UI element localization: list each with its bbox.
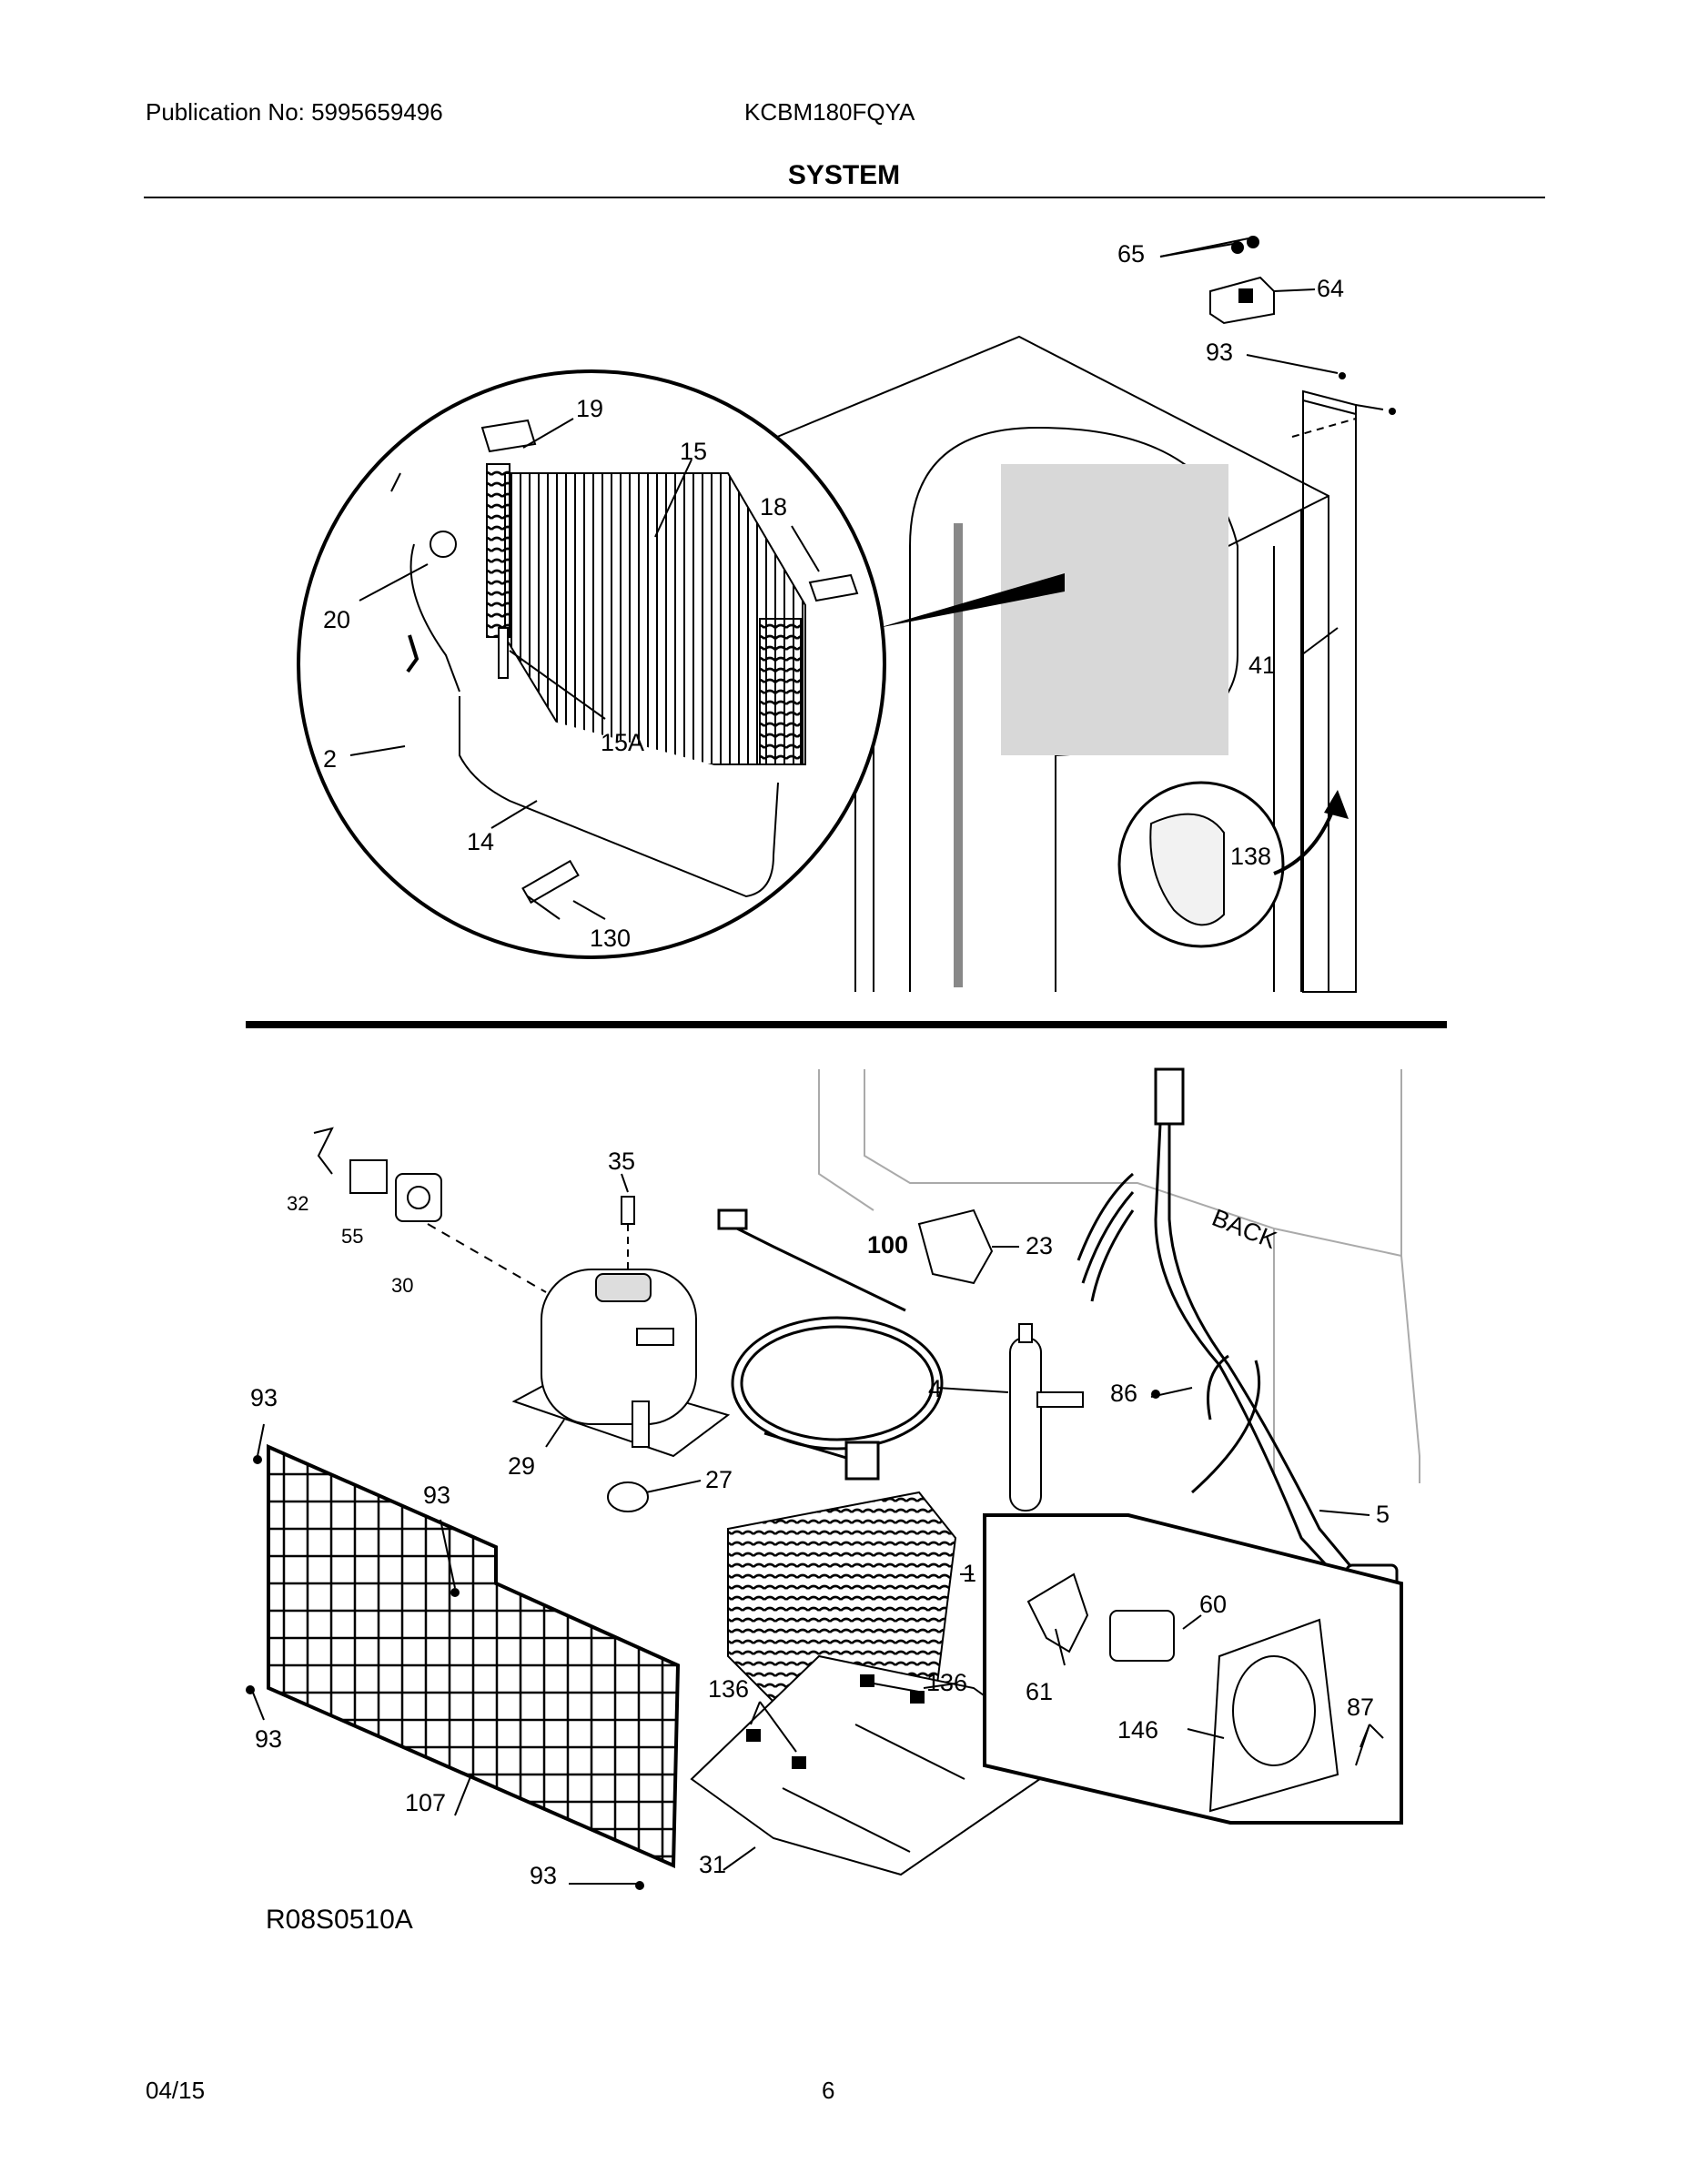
- screw-93-top-b: [1389, 408, 1396, 415]
- header-rule: [144, 197, 1545, 198]
- callout-93-d: 93: [255, 1725, 282, 1753]
- page-number: 6: [822, 2077, 835, 2104]
- callout-146: 146: [1117, 1716, 1158, 1744]
- callout-18: 18: [760, 493, 787, 521]
- spacer-136-d: [910, 1691, 925, 1704]
- callout-136-right: 136: [926, 1669, 967, 1696]
- footer-date: 04/15: [146, 2077, 206, 2104]
- callout-64: 64: [1317, 275, 1344, 302]
- detail-pointer: [878, 573, 1065, 628]
- callout-130: 130: [590, 925, 631, 952]
- fan-motor-part-60: [1109, 1610, 1175, 1662]
- callout-15a: 15A: [601, 729, 644, 756]
- cabinet-back-outline: [818, 1069, 1420, 1483]
- diagram-code: R08S0510A: [266, 1905, 413, 1935]
- fan-blade-part-61: [1026, 1572, 1089, 1653]
- callout-14: 14: [467, 828, 494, 855]
- compressor-part-29: [511, 1269, 731, 1458]
- grille-part-107: [267, 1443, 681, 1869]
- callout-29: 29: [508, 1452, 535, 1480]
- callout-1: 1: [963, 1560, 976, 1587]
- callout-86: 86: [1110, 1380, 1137, 1407]
- drier-part-4: [1009, 1323, 1084, 1512]
- callout-20: 20: [323, 606, 350, 633]
- callout-93-b: 93: [250, 1384, 278, 1411]
- section-divider: [246, 1021, 1447, 1028]
- callout-41: 41: [1248, 652, 1276, 679]
- callout-60: 60: [1199, 1591, 1227, 1618]
- parts-32-55-30: [313, 1127, 442, 1222]
- bracket-part-64: [1209, 236, 1275, 325]
- section-title: SYSTEM: [787, 160, 901, 190]
- model-number: KCBM180FQYA: [744, 98, 915, 126]
- part-23: [917, 1208, 994, 1285]
- callout-65: 65: [1117, 240, 1145, 268]
- evaporator-detail-parts: [390, 419, 859, 920]
- callout-93-e: 93: [530, 1862, 557, 1889]
- power-cord-part-100: [717, 1208, 944, 1481]
- callout-5: 5: [1376, 1501, 1390, 1528]
- callout-93-top: 93: [1206, 339, 1233, 366]
- back-label: BACK: [1208, 1204, 1280, 1254]
- callout-35: 35: [608, 1148, 635, 1175]
- leader-lines-detail: [349, 418, 820, 920]
- callout-93-c: 93: [423, 1481, 450, 1509]
- screw-93-b: [253, 1455, 262, 1464]
- callout-100: 100: [867, 1231, 908, 1259]
- screw-93-d: [246, 1685, 255, 1694]
- screw-93-c: [450, 1588, 460, 1597]
- callout-19: 19: [576, 395, 603, 422]
- screw-93-e: [635, 1881, 644, 1890]
- fan-assembly-box: [983, 1513, 1403, 1825]
- callout-31: 31: [699, 1851, 726, 1878]
- evaporator-recess: [1001, 464, 1228, 755]
- callout-32: 32: [287, 1192, 308, 1215]
- screw-93-top-a: [1339, 372, 1346, 379]
- bolt-part-35: [621, 1196, 635, 1225]
- spacer-136-c: [860, 1674, 874, 1687]
- callout-30: 30: [391, 1274, 413, 1297]
- callout-27: 27: [705, 1466, 733, 1493]
- callout-87: 87: [1347, 1694, 1374, 1721]
- part-138-bracket: [1149, 813, 1225, 926]
- callout-23: 23: [1026, 1232, 1053, 1259]
- screw-86: [1151, 1390, 1160, 1399]
- callout-61: 61: [1026, 1678, 1053, 1705]
- fan-shroud-part-146: [1208, 1618, 1339, 1813]
- callout-136-left: 136: [708, 1675, 749, 1703]
- publication-number: Publication No: 5995659496: [146, 98, 443, 126]
- callout-2: 2: [323, 745, 337, 773]
- spacer-136-a: [746, 1729, 761, 1742]
- callout-15: 15: [680, 438, 707, 465]
- evaporator-part-15: [486, 463, 806, 765]
- grommet-part-27: [607, 1481, 649, 1512]
- callout-138: 138: [1230, 843, 1271, 870]
- callout-107: 107: [405, 1789, 446, 1816]
- callout-55: 55: [341, 1225, 363, 1248]
- spacer-136-b: [792, 1756, 806, 1769]
- leader-lines-upper: [1159, 238, 1384, 656]
- callout-4: 4: [928, 1375, 942, 1402]
